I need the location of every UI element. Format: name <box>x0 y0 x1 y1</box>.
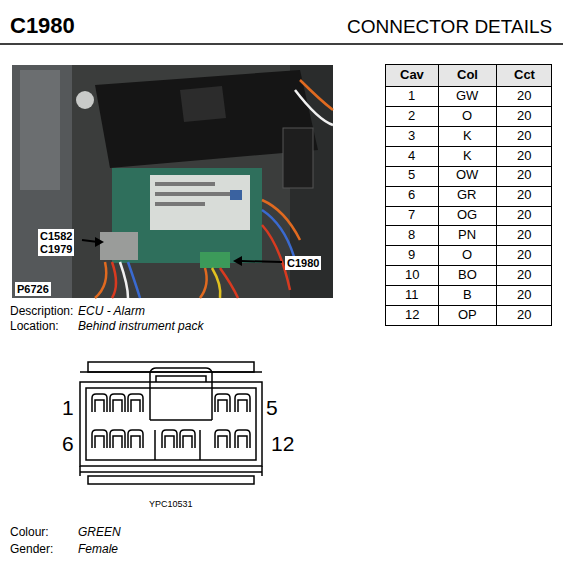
callout-label: C1582 <box>38 229 74 243</box>
table-cell: GR <box>457 188 477 202</box>
cavity <box>235 394 250 412</box>
callout-label: C1980 <box>285 256 321 270</box>
cavity <box>162 430 177 448</box>
table-cell: 20 <box>517 129 531 143</box>
table-cell: O <box>462 248 472 262</box>
table-cell: 20 <box>517 149 531 163</box>
table-cell: 20 <box>517 168 531 182</box>
table-rule <box>386 206 552 207</box>
table-cell: PN <box>458 228 476 242</box>
photo <box>12 65 333 298</box>
table-cell: 20 <box>517 308 531 322</box>
table-cell: 8 <box>408 228 415 242</box>
table-header: Cav <box>400 68 424 82</box>
pin-number: 1 <box>62 396 74 419</box>
field-value: Female <box>78 543 118 556</box>
table-cell: 3 <box>408 129 415 143</box>
connector-title: C1980 <box>10 14 75 38</box>
table-cell: 20 <box>517 89 531 103</box>
table-rule <box>386 186 552 187</box>
cavity <box>92 394 107 412</box>
table-cell: 11 <box>405 288 419 302</box>
table-cell: 4 <box>408 149 415 163</box>
table-header: Col <box>457 68 478 82</box>
table-cell: GW <box>456 89 478 103</box>
photo-number: P6726 <box>15 282 51 296</box>
cavity <box>215 430 230 448</box>
table-cell: 20 <box>517 109 531 123</box>
cavity <box>215 394 230 412</box>
table-cell: OW <box>456 168 478 182</box>
table-cell: 20 <box>517 208 531 222</box>
cavity <box>128 430 143 448</box>
pin-number: 6 <box>62 432 74 455</box>
table-cell: 7 <box>408 208 415 222</box>
connector-face <box>80 362 262 484</box>
cavity <box>92 430 107 448</box>
table-rule <box>386 146 552 147</box>
table-rule <box>386 305 552 306</box>
table-cell: 5 <box>408 168 415 182</box>
table-cell: 6 <box>408 188 415 202</box>
field-name: Colour: <box>10 526 49 539</box>
table-cell: OP <box>458 308 477 322</box>
pin-number: 12 <box>271 432 294 455</box>
table-rule <box>386 126 552 127</box>
field-name: Location: <box>10 320 59 333</box>
cavity <box>110 394 125 412</box>
table-header: Cct <box>514 68 535 82</box>
field-name: Gender: <box>10 543 53 556</box>
table-cell: 9 <box>408 248 415 262</box>
table-cell: 20 <box>517 288 531 302</box>
table-cell: K <box>463 129 472 143</box>
header-rule <box>0 43 563 45</box>
table-rule <box>386 285 552 286</box>
table-cell: 20 <box>517 188 531 202</box>
table-cell: 20 <box>517 228 531 242</box>
field-value: Behind instrument pack <box>78 320 203 333</box>
table-grid <box>386 65 552 326</box>
table-cell: 1 <box>408 89 415 103</box>
callout-label: C1979 <box>38 242 74 256</box>
cavity <box>110 430 125 448</box>
table-rule <box>386 166 552 167</box>
table-rule <box>386 106 552 107</box>
table-cell: 12 <box>405 308 419 322</box>
field-name: Description: <box>10 305 73 318</box>
table-cell: 20 <box>517 248 531 262</box>
table-cell: B <box>463 288 472 302</box>
pin-number: 5 <box>266 396 278 419</box>
cavity <box>128 394 143 412</box>
header-text: CONNECTOR DETAILS <box>347 17 552 38</box>
cavity <box>235 430 250 448</box>
table-cell: 20 <box>517 268 531 282</box>
field-value: GREEN <box>78 526 121 539</box>
table-cell: OG <box>457 208 477 222</box>
table-cell: BO <box>458 268 477 282</box>
table-rule <box>386 225 552 226</box>
table-cell: 10 <box>405 268 419 282</box>
table-cell: O <box>462 109 472 123</box>
table-rule <box>386 245 552 246</box>
table-cell: K <box>463 149 472 163</box>
field-value: ECU - Alarm <box>78 305 145 318</box>
cavity <box>180 430 195 448</box>
table-rule <box>386 265 552 266</box>
part-number: YPC10531 <box>149 500 193 510</box>
table-cell: 2 <box>408 109 415 123</box>
